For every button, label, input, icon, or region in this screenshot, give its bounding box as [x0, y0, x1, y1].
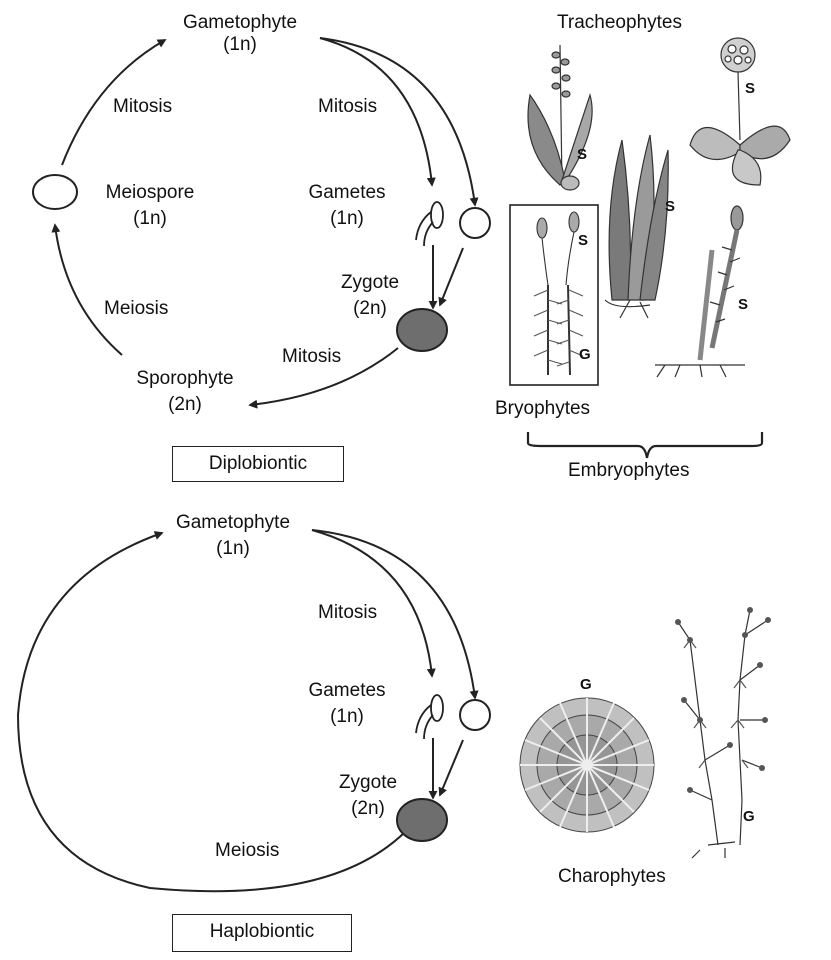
arrow-gametophyte-to-egg-gamete: [319, 37, 479, 207]
arrow-egg-to-zygote: [438, 739, 464, 797]
arrow-zygote-to-sporophyte: [248, 347, 399, 409]
embryophytes-label: Embryophytes: [568, 460, 690, 481]
mitosis-label: Mitosis: [113, 96, 173, 117]
sporophyte-ploidy: (2n): [168, 394, 202, 415]
moss-plant-illustration: [533, 211, 584, 376]
egg-gamete: [459, 207, 491, 239]
embryophytes-brace: [526, 432, 764, 459]
zygote-label: Zygote (2n): [318, 772, 418, 820]
tracheophytes-label: Tracheophytes: [557, 12, 682, 33]
gametes-name: Gametes: [308, 182, 386, 203]
gametes-ploidy: (1n): [330, 706, 364, 727]
meiosis-label: Meiosis: [215, 840, 280, 861]
bryophyte-frame: [509, 204, 599, 386]
flowering-rosette-illustration: [689, 37, 791, 186]
gametophyte-marker: G: [743, 808, 755, 825]
gametes-name: Gametes: [308, 680, 386, 701]
mitosis-label: Mitosis: [318, 602, 378, 623]
zygote-ploidy: (2n): [353, 298, 387, 319]
zygote-cell: [396, 798, 448, 842]
zygote-name: Zygote: [338, 772, 398, 793]
meiospore-label: Meiospore (1n): [90, 182, 210, 230]
sporophyte-marker: S: [745, 80, 756, 97]
zygote-name: Zygote: [340, 272, 400, 293]
mitosis-label: Mitosis: [318, 96, 378, 117]
sporophyte-label: Sporophyte (2n): [120, 368, 250, 416]
diplobiontic-cycle: [51, 37, 479, 409]
meiospore-cell: [32, 174, 78, 210]
mitosis-label: Mitosis: [282, 346, 342, 367]
zygote-cell: [396, 308, 448, 352]
gametophyte-label: Gametophyte (1n): [160, 12, 320, 56]
diplobiontic-box: Diplobiontic: [172, 446, 344, 482]
horsetail-plant-illustration: [655, 205, 745, 378]
sporophyte-name: Sporophyte: [136, 368, 234, 389]
sperm-gamete: [415, 201, 444, 247]
gametophyte-marker: G: [580, 676, 592, 693]
arrow-gametophyte-to-egg-gamete: [311, 529, 479, 700]
gametes-label: Gametes (1n): [292, 680, 402, 728]
fern-plant-illustration: [604, 134, 669, 319]
zygote-ploidy: (2n): [351, 798, 385, 819]
chara-plant-illustration: [675, 607, 771, 859]
zygote-label: Zygote (2n): [320, 272, 420, 320]
gametes-ploidy: (1n): [330, 208, 364, 229]
orchid-plant-illustration: [527, 44, 593, 191]
egg-gamete: [459, 699, 491, 731]
sperm-gamete: [415, 694, 444, 740]
arrow-zygote-to-gametophyte: [16, 531, 406, 893]
sporophyte-marker: S: [665, 198, 676, 215]
gametes-label: Gametes (1n): [292, 182, 402, 230]
gametophyte-name: Gametophyte: [182, 12, 298, 33]
charophytes-label: Charophytes: [558, 866, 666, 887]
arrow-sporophyte-to-meiospore: [51, 223, 123, 356]
sporophyte-marker: S: [577, 146, 588, 163]
haplobiontic-box: Haplobiontic: [172, 914, 352, 952]
gametophyte-ploidy: (1n): [223, 34, 257, 55]
haplobiontic-cycle: [16, 529, 479, 893]
sporophyte-marker: S: [738, 296, 749, 313]
sporophyte-marker: S: [578, 232, 589, 249]
arrow-meiospore-to-gametophyte: [61, 39, 167, 166]
arrow-gametophyte-to-sperm-gamete: [311, 529, 436, 678]
coleochaete-disc-illustration: [519, 697, 655, 833]
gametophyte-name: Gametophyte: [175, 512, 291, 533]
arrow-gametophyte-to-sperm-gamete: [319, 37, 436, 187]
meiospore-name: Meiospore: [105, 182, 195, 203]
gametophyte-marker: G: [579, 346, 591, 363]
bryophytes-label: Bryophytes: [495, 398, 591, 419]
arrow-egg-to-zygote: [438, 247, 464, 307]
meiospore-ploidy: (1n): [133, 208, 167, 229]
gametophyte-label: Gametophyte (1n): [153, 512, 313, 560]
gametophyte-ploidy: (1n): [216, 538, 250, 559]
meiosis-label: Meiosis: [104, 298, 169, 319]
